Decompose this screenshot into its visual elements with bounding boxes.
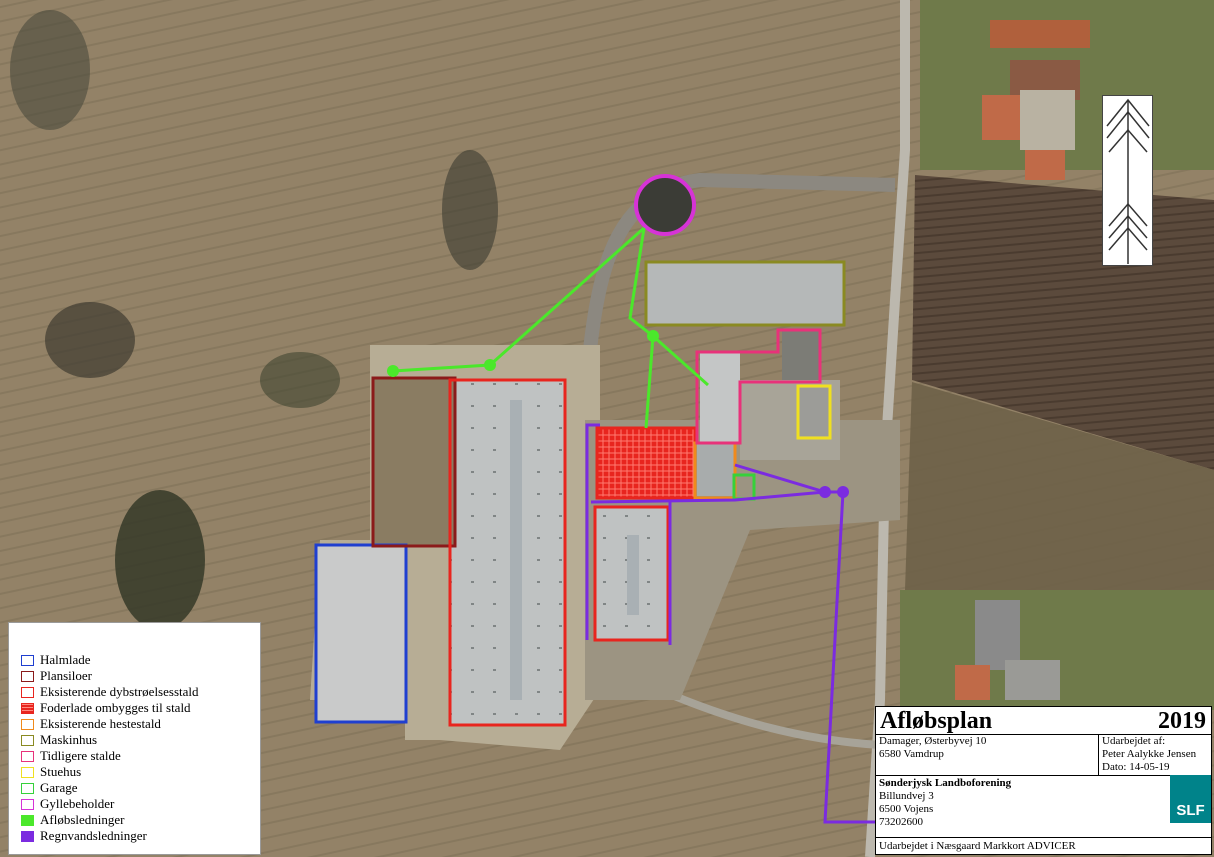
legend-item-afloebsledninger: Afløbsledninger	[21, 813, 124, 827]
legend-label: Stuehus	[40, 764, 82, 779]
legend-swatch	[21, 830, 34, 842]
legend-label: Eksisterende hestestald	[40, 716, 161, 731]
stuehus-outline	[796, 384, 832, 440]
legend-item-stuehus: Stuehus	[21, 765, 81, 779]
date-text: Dato: 14-05-19	[1102, 761, 1170, 773]
legend-swatch	[21, 750, 34, 762]
legend-label: Gyllebeholder	[40, 796, 115, 811]
legend-swatch	[21, 686, 34, 698]
halmlade-roof	[316, 545, 406, 722]
legend-item-hestestald: Eksisterende hestestald	[21, 717, 161, 731]
legend-item-halmlade: Halmlade	[21, 653, 91, 667]
dybstroelsesstald-roof	[450, 380, 565, 725]
foderlade-area	[595, 426, 697, 500]
north-arrow-icon	[1106, 98, 1150, 264]
legend-swatch	[21, 798, 34, 810]
legend-item-regnvandsledninger: Regnvandsledninger	[21, 829, 147, 843]
plansiloer-outline	[371, 376, 457, 548]
dybstroelsesstald-outline-1	[448, 378, 567, 727]
legend-swatch	[21, 734, 34, 746]
legend: Halmlade Plansiloer Eksisterende dybstrø…	[8, 622, 261, 855]
org-phone: 73202600	[879, 816, 923, 828]
legend-label: Plansiloer	[40, 668, 92, 683]
legend-item-foderlade: Foderlade ombygges til stald	[21, 701, 191, 715]
legend-label: Garage	[40, 780, 78, 795]
north-arrow	[1102, 95, 1153, 266]
halmlade-outline	[314, 543, 408, 724]
legend-label: Afløbsledninger	[40, 812, 125, 827]
legend-label: Regnvandsledninger	[40, 828, 147, 843]
legend-swatch	[21, 670, 34, 682]
gyllebeholder-outline	[634, 174, 696, 236]
org-city: 6500 Vojens	[879, 803, 934, 815]
legend-item-garage: Garage	[21, 781, 78, 795]
legend-item-plansiloer: Plansiloer	[21, 669, 92, 683]
legend-label: Eksisterende dybstrøelsesstald	[40, 684, 199, 699]
org-name: Sønderjysk Landboforening	[879, 777, 1012, 789]
prepared-by-label: Udarbejdet af:	[1102, 735, 1166, 747]
address-line-2: 6580 Vamdrup	[879, 748, 944, 760]
org-street: Billundvej 3	[879, 790, 934, 802]
map-year: 2019	[1158, 708, 1206, 734]
map-title: Afløbsplan	[880, 708, 993, 734]
legend-item-dybstroelsesstald: Eksisterende dybstrøelsesstald	[21, 685, 199, 699]
legend-label: Tidligere stalde	[40, 748, 121, 763]
legend-label: Maskinhus	[40, 732, 98, 747]
legend-label: Foderlade ombygges til stald	[40, 700, 191, 715]
legend-swatch	[21, 766, 34, 778]
legend-swatch	[21, 782, 34, 794]
footer-text: Udarbejdet i Næsgaard Markkort ADVICER	[879, 840, 1076, 852]
dybstroelsesstald-outline-2	[593, 505, 670, 642]
slf-logo: SLF	[1170, 775, 1211, 823]
maskinhus-outline	[644, 260, 846, 327]
legend-swatch	[21, 718, 34, 730]
legend-swatch	[21, 654, 34, 666]
legend-swatch	[21, 702, 34, 714]
legend-item-maskinhus: Maskinhus	[21, 733, 97, 747]
prepared-by-name: Peter Aalykke Jensen	[1102, 748, 1197, 760]
legend-label: Halmlade	[40, 652, 91, 667]
tidligere-stalde-outline	[695, 328, 822, 445]
address-line-1: Damager, Østerbyvej 10	[879, 735, 987, 747]
legend-item-tidligere-stalde: Tidligere stalde	[21, 749, 121, 763]
title-block: Afløbsplan 2019 Damager, Østerbyvej 10 6…	[875, 706, 1212, 855]
legend-swatch	[21, 814, 34, 826]
legend-item-gyllebeholder: Gyllebeholder	[21, 797, 114, 811]
